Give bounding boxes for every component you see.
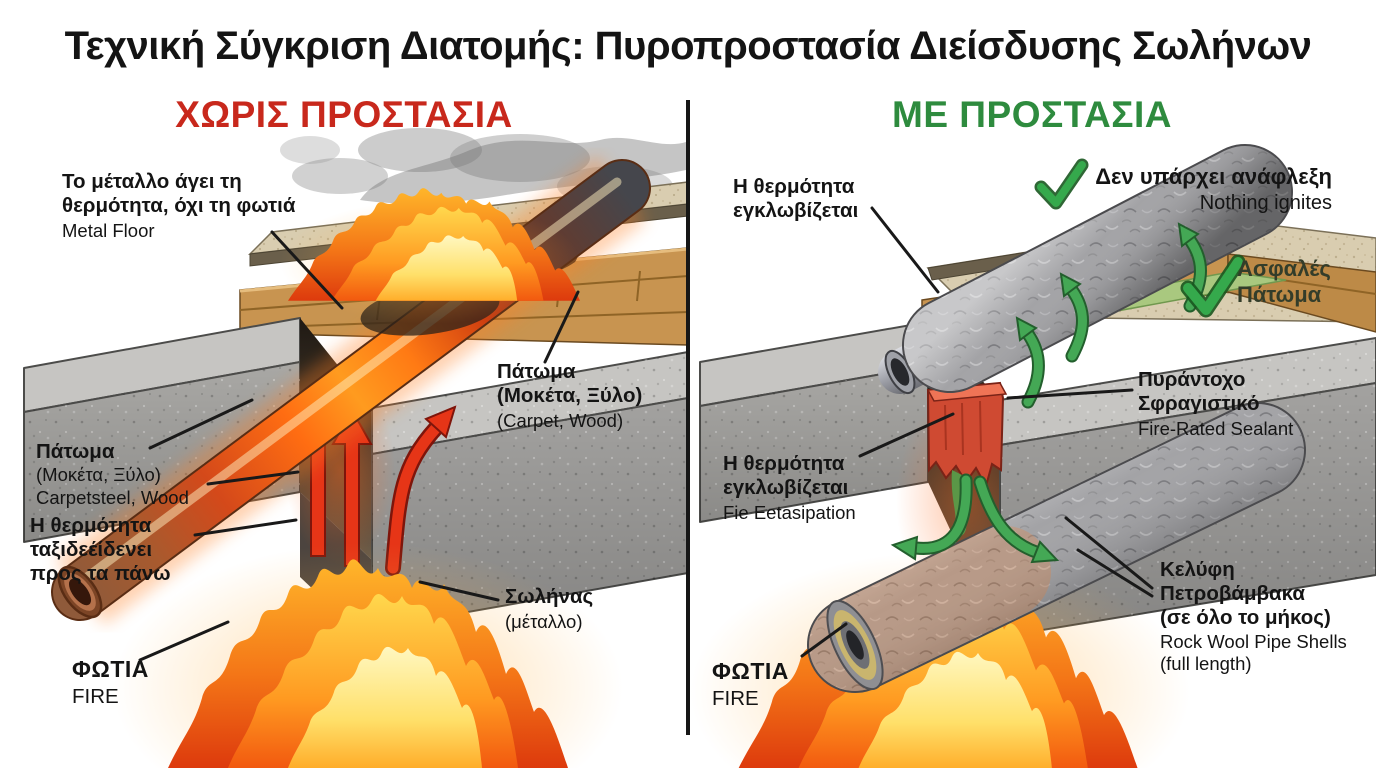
label-subline: Rock Wool Pipe Shells xyxy=(1160,631,1347,653)
fire-rated-sealant xyxy=(926,381,1008,489)
label-floor-carpet-wood-left: Πάτωμα (Μοκέτα, Ξύλο) Carpetsteel, Wood xyxy=(36,440,189,508)
label-line: Η θερμότητα xyxy=(733,175,855,198)
label-floor-carpet-wood-right: Πάτωμα (Μοκέτα, Ξύλο) (Carpet, Wood) xyxy=(497,360,642,431)
leader-floor-right xyxy=(543,290,580,364)
leader-heat-trapped-mid xyxy=(858,412,955,458)
label-line: Σωλήνας xyxy=(505,585,594,608)
leader-floor-left-1 xyxy=(148,398,254,450)
page-title: Τεχνική Σύγκριση Διατομής: Πυροπροστασία… xyxy=(64,24,1312,68)
label-line: Κελύφη xyxy=(1160,558,1235,581)
right-scene xyxy=(690,144,1376,768)
label-line: Σφραγιστικό xyxy=(1138,391,1260,415)
insulated-pipe-lower xyxy=(807,402,1306,693)
label-line: Πάτωμα xyxy=(497,360,576,383)
pipe-open-end xyxy=(57,565,103,619)
leader-fire-right xyxy=(800,622,848,658)
check-icon-no-ignition xyxy=(1034,158,1089,210)
label-subline: (μέταλλο) xyxy=(505,610,583,632)
leader-metal-floor xyxy=(270,230,344,310)
label-line: Πάτωμα xyxy=(1237,281,1322,307)
leader-floor-left-2 xyxy=(206,470,300,486)
label-subline: FIRE xyxy=(712,686,759,710)
insulated-pipe-upper xyxy=(878,144,1293,395)
label-metal-floor: Το μέταλλο άγει τη θερμότητα, όχι τη φωτ… xyxy=(62,170,295,241)
label-line: Η θερμότητα xyxy=(30,514,152,537)
label-heat-trapped-top: Η θερμότητα εγκλωβίζεται xyxy=(733,175,858,223)
label-fire-right: ΦΩΤΙΑ FIRE xyxy=(712,658,789,710)
label-line: προς τα πάνω xyxy=(30,561,171,585)
label-subline: Fire-Rated Sealant xyxy=(1138,417,1294,439)
label-subline: FIRE xyxy=(72,684,119,708)
label-line: ταξιδεέίδενει xyxy=(30,537,153,561)
concrete-slab-left-r xyxy=(699,321,929,523)
label-subline: Fie Eetasipation xyxy=(723,501,856,523)
leader-rock-wool-2 xyxy=(1076,548,1154,598)
label-line: εγκλωβίζεται xyxy=(723,475,849,499)
heat-deflect-arrows xyxy=(890,473,1060,564)
label-line: (σε όλο το μήκος) xyxy=(1160,605,1331,629)
leader-heat-travels xyxy=(193,518,298,537)
label-line: Το μέταλλο άγει τη xyxy=(62,170,242,193)
label-line: ΦΩΤΙΑ xyxy=(72,656,149,682)
label-line: Ασφαλές xyxy=(1237,256,1331,281)
label-line: Πετροβάμβακα xyxy=(1160,581,1306,605)
left-panel-header: ΧΩΡΙΣ ΠΡΟΣΤΑΣΙΑ xyxy=(175,94,513,135)
label-heat-trapped-mid: Η θερμότητα εγκλωβίζεται Fie Eetasipatio… xyxy=(723,452,856,523)
label-fire-left: ΦΩΤΙΑ FIRE xyxy=(72,656,149,708)
label-line: Η θερμότητα xyxy=(723,452,845,475)
label-line: Πυράντοχο xyxy=(1138,368,1246,391)
label-subline: (Carpet, Wood) xyxy=(497,409,624,431)
label-subline: (full length) xyxy=(1160,652,1252,674)
label-line: ΦΩΤΙΑ xyxy=(712,658,789,684)
label-sealant: Πυράντοχο Σφραγιστικό Fire-Rated Sealant xyxy=(1138,368,1293,439)
right-panel-header: ΜΕ ΠΡΟΣΤΑΣΙΑ xyxy=(892,94,1172,135)
leader-heat-trapped-top xyxy=(870,206,940,294)
leader-lines xyxy=(138,206,1154,662)
label-safe-floor: Ασφαλές Πάτωμα xyxy=(1237,256,1331,307)
label-no-ignition: Δεν υπάρχει ανάφλεξη Nothing ignites xyxy=(1080,164,1332,215)
left-scene xyxy=(23,128,689,768)
leader-sealant xyxy=(1006,388,1134,400)
leader-pipe xyxy=(418,580,500,602)
label-line: Δεν υπάρχει ανάφλεξη xyxy=(1095,164,1332,189)
label-subline: Metal Floor xyxy=(62,219,155,241)
label-subline: Carpetsteel, Wood xyxy=(36,487,189,509)
label-rock-wool-shells: Κελύφη Πετροβάμβακα (σε όλο το μήκος) Ro… xyxy=(1160,558,1347,674)
label-pipe-metal: Σωλήνας (μέταλλο) xyxy=(505,585,593,632)
label-line: (Μοκέτα, Ξύλο) xyxy=(497,383,643,407)
check-icon-safe-floor xyxy=(1180,254,1246,318)
label-heat-travels-up: Η θερμότητα ταξιδεέίδενει προς τα πάνω xyxy=(30,514,171,585)
label-line: (Μοκέτα, Ξύλο) xyxy=(36,463,161,485)
label-line: Πάτωμα xyxy=(36,440,115,463)
leader-rock-wool-1 xyxy=(1064,516,1154,590)
leader-fire-left xyxy=(138,620,230,662)
rock-wool-cut-end xyxy=(826,599,884,691)
label-line: θερμότητα, όχι τη φωτιά xyxy=(62,193,296,217)
label-line: εγκλωβίζεται xyxy=(733,198,859,222)
label-subline: Nothing ignites xyxy=(1199,191,1332,214)
